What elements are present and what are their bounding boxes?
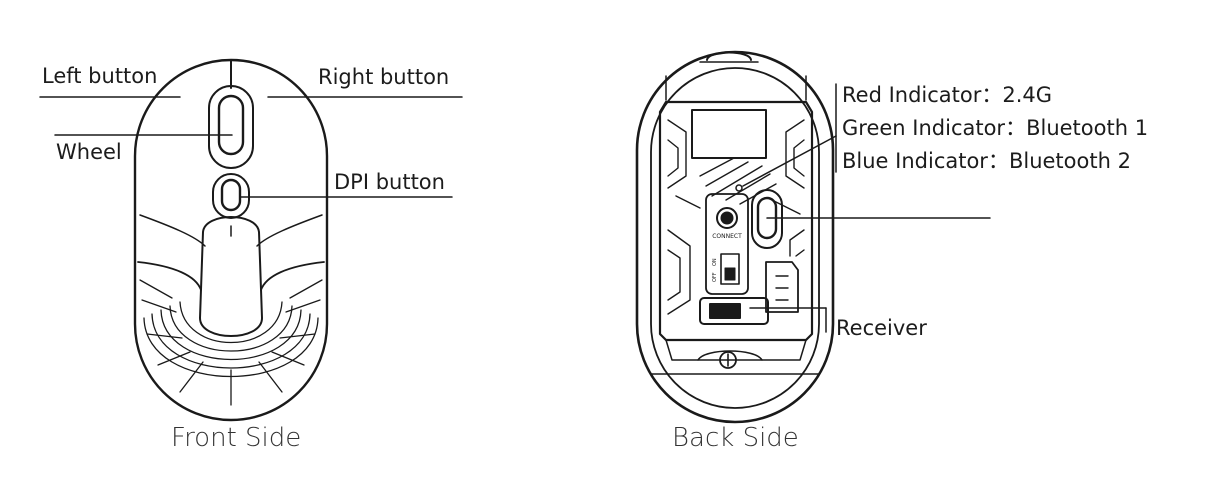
battery-screw — [719, 351, 737, 369]
sole-pattern — [667, 119, 805, 315]
indicator-blue: Blue Indicator：Bluetooth 2 — [842, 151, 1131, 172]
indicator-blue-name: Blue Indicator： — [842, 149, 1009, 173]
indicator-green-value: Bluetooth 1 — [1026, 116, 1149, 140]
label-dpi-button: DPI button — [334, 170, 445, 194]
label-receiver: Receiver — [836, 316, 927, 340]
indicator-red: Red Indicator：2.4G — [842, 85, 1052, 106]
indicator-red-value: 2.4G — [1002, 83, 1053, 107]
wheel — [217, 94, 245, 156]
power-switch — [720, 253, 740, 285]
indicator-red-name: Red Indicator： — [842, 83, 1003, 107]
dpi-button — [220, 178, 242, 212]
front-body-outline — [133, 58, 329, 422]
label-wheel: Wheel — [56, 140, 122, 164]
receiver — [709, 303, 741, 319]
switch-off-label: OFF — [712, 272, 718, 282]
sensor-window — [691, 109, 767, 159]
front-leaders — [39, 96, 463, 198]
indicator-green-name: Green Indicator： — [842, 116, 1027, 140]
side-clip — [765, 261, 799, 313]
connect-button-ring — [716, 207, 738, 229]
label-right-button: Right button — [318, 65, 450, 89]
connect-label: CONNECT — [712, 233, 742, 240]
indicator-blue-value: Bluetooth 2 — [1008, 149, 1131, 173]
caption-front-side: Front Side — [171, 423, 302, 453]
grip-ribs — [139, 279, 323, 406]
receiver-slot — [699, 297, 769, 325]
front-mouse-illustration — [133, 58, 329, 422]
palm-rest — [199, 216, 263, 337]
back-mouse-illustration — [635, 50, 835, 424]
indicator-light — [735, 184, 743, 192]
caption-back-side: Back Side — [672, 423, 799, 453]
wheel-housing — [208, 85, 254, 169]
back-leaders — [742, 83, 991, 333]
indicator-green: Green Indicator：Bluetooth 1 — [842, 118, 1148, 139]
connect-button — [720, 211, 734, 225]
label-left-button: Left button — [42, 64, 158, 88]
switch-on-label: ON — [712, 258, 718, 266]
